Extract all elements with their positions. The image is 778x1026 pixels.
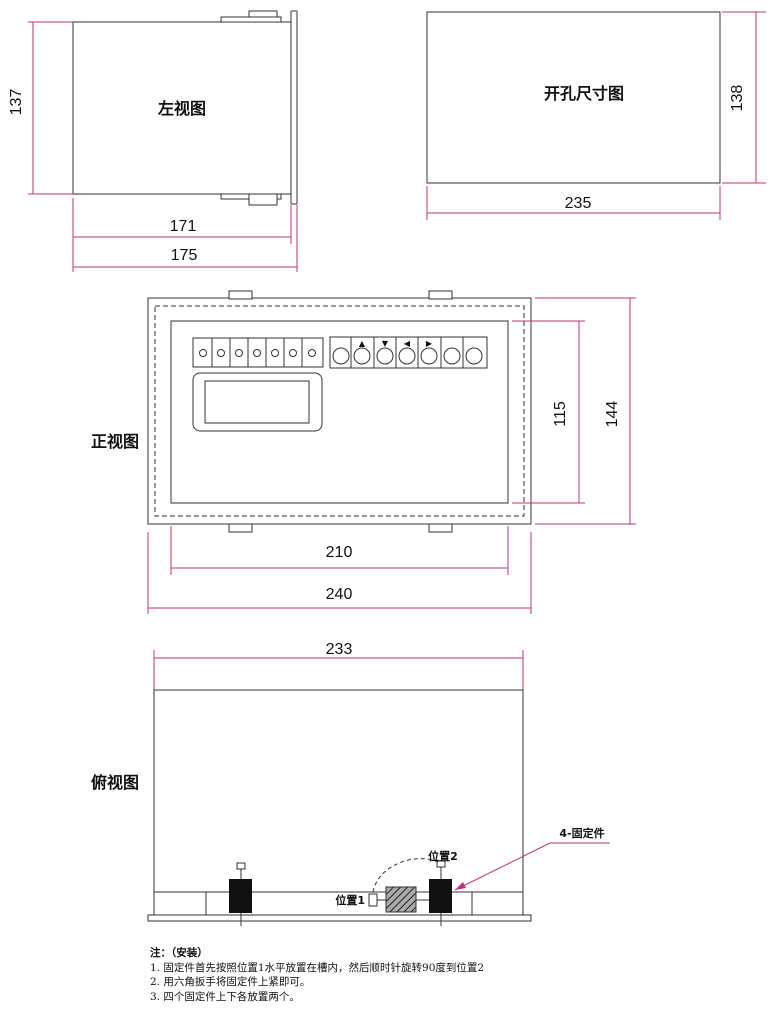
fixing-position-1 [368,886,429,913]
key-6 [443,347,461,365]
fixing-bracket-left [229,862,252,926]
front-top-clip-right [428,290,453,300]
position-2-label: 位置2 [428,849,458,863]
down-arrow-icon: ▼ [382,339,389,348]
key-left [398,347,416,365]
up-arrow-icon: ▲ [359,339,366,348]
fixing-leader-arrow-icon [455,882,466,890]
led-3 [235,349,243,357]
cutout-body [426,11,721,184]
right-arrow-icon: ▶ [426,339,433,348]
led-1 [199,349,207,357]
left-arrow-icon: ◀ [404,339,411,348]
key-down [376,347,394,365]
led-indicator-group [192,337,324,368]
fixing-label: 4-固定件 [559,826,604,840]
key-1 [332,347,350,365]
front-view-label: 正视图 [91,432,139,451]
front-inner-height-value: 115 [552,401,569,427]
front-view: ▲ ▼ ◀ ▶ 正视图 115 144 [91,290,636,614]
note-line-1: 1. 固定件首先按照位置1水平放置在槽内，然后顺时针旋转90度到位置2 [150,961,485,974]
installation-notes: 注：（安装） 1. 固定件首先按照位置1水平放置在槽内，然后顺时针旋转90度到位… [150,946,484,1004]
key-7 [465,347,483,365]
left-height-value: 137 [8,89,25,116]
led-7 [308,349,316,357]
left-view-body [72,21,292,195]
front-top-clip-left [228,290,253,300]
display-screen [204,380,310,424]
front-outer-height-value: 144 [604,401,621,428]
keypad-group: ▲ ▼ ◀ ▶ [329,336,488,369]
left-outer-width-value: 175 [171,247,198,264]
fixing-leader-line [454,842,551,891]
led-2 [217,349,225,357]
left-inner-width-value: 171 [170,218,197,235]
left-view-top-rail [220,16,282,23]
left-view-bottom-clip [248,193,278,206]
cutout-view: 开孔尺寸图 138 235 [426,11,766,220]
front-inner-width-value: 210 [326,544,353,561]
note-line-3: 3. 四个固定件上下各放置两个。 [150,990,300,1003]
cutout-height-value: 138 [729,85,746,112]
top-view-body [153,689,524,893]
rotation-path [372,858,439,893]
front-cutout-outline [154,305,525,517]
top-view-label: 俯视图 [91,773,139,792]
front-bottom-clip-left [228,523,253,533]
front-outer-width-value: 240 [326,586,353,603]
top-view-bezel [147,914,532,922]
key-up [353,347,371,365]
fixing-bracket-right [429,860,452,926]
led-4 [253,349,261,357]
top-width-value: 233 [326,641,353,658]
led-6 [289,349,297,357]
cutout-width-value: 235 [565,195,592,212]
left-view-label: 左视图 [157,99,206,118]
left-view: 左视图 137 171 175 [8,10,298,272]
cutout-label: 开孔尺寸图 [544,84,624,103]
notes-title: 注：（安装） [150,947,208,959]
top-view: 233 俯视图 位置1 位置2 [91,641,610,926]
note-line-2: 2. 用六角扳手将固定件上紧即可。 [150,976,311,988]
front-bottom-clip-right [428,523,453,533]
key-right [420,347,438,365]
position-1-label: 位置1 [335,893,365,907]
led-5 [271,349,279,357]
